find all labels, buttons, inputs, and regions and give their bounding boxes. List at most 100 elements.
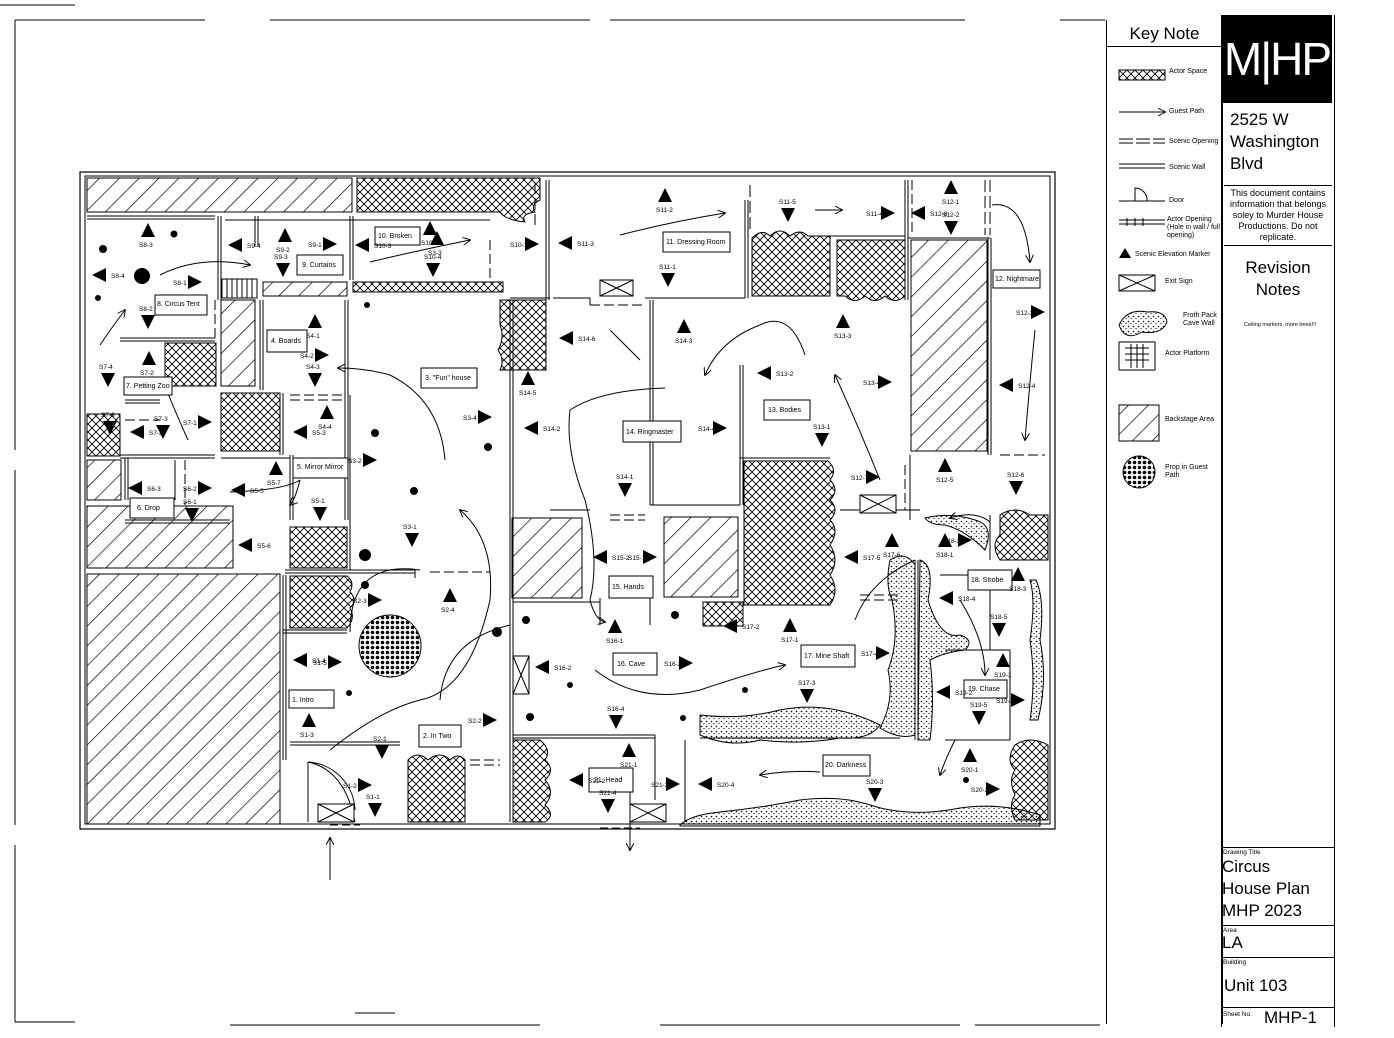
room-label: 9. Curtains [302, 262, 336, 269]
elevation-marker-triangle [315, 348, 329, 362]
elevation-marker-label: S4-3 [306, 364, 320, 371]
elevation-marker-label: S7-5 [149, 430, 163, 437]
elevation-marker-label: S11-4 [866, 211, 883, 218]
elevation-marker-triangle [276, 263, 290, 277]
elevation-marker-triangle [963, 748, 977, 762]
elevation-marker-triangle [323, 237, 337, 251]
elevation-marker-label: S7-3 [154, 416, 168, 423]
elevation-marker-triangle [986, 782, 1000, 796]
scenic-opening-swatch [1119, 138, 1165, 144]
elevation-marker-label: S5-1 [311, 498, 325, 505]
elevation-marker-label: S14-6 [578, 336, 596, 343]
elevation-marker-triangle [308, 314, 322, 328]
elevation-marker-triangle [198, 415, 212, 429]
elevation-marker-triangle [426, 263, 440, 277]
elevation-marker-label: S18-5 [990, 614, 1008, 621]
sheet-label: Sheet No. [1223, 1011, 1252, 1018]
key-label: Guest Path [1169, 108, 1205, 115]
key-label: Actor Platform [1165, 350, 1210, 357]
elevation-marker-triangle [156, 425, 170, 439]
elevation-marker-label: S18-4 [958, 596, 976, 603]
elevation-marker-label: S15-1 [628, 555, 646, 562]
elevation-marker-label: S11-5 [779, 199, 796, 206]
elevation-marker-label: S17-3 [798, 680, 816, 687]
elevation-marker-label: S12-3 [1016, 310, 1034, 317]
elevation-marker-label: S4-2 [300, 353, 314, 360]
elevation-marker-triangle [999, 378, 1013, 392]
room-label: 7. Petting Zoo [126, 383, 170, 390]
company-logo: M|HP [1222, 15, 1332, 103]
elevation-marker-triangle [1011, 567, 1025, 581]
elevation-marker-label: S8-1 [173, 280, 187, 287]
key-label: Scenic Elevation Marker [1135, 251, 1211, 258]
elevation-marker-label: S13-1 [813, 424, 831, 431]
elevation-marker-triangle [483, 713, 497, 727]
elevation-marker-label: S11-1 [659, 264, 676, 271]
elevation-marker-triangle [363, 453, 377, 467]
elevation-marker-label: S16-2 [554, 665, 572, 672]
elevation-marker-triangle [622, 743, 636, 757]
revision-title-line: Notes [1255, 280, 1301, 299]
key-label: Exit Sign [1165, 278, 1193, 285]
elevation-marker-label: S3-2 [348, 458, 362, 465]
room-label: 18. Strobe [971, 577, 1003, 584]
key-label: Prop in Guest Path [1165, 464, 1208, 479]
room-label: 21. Head [594, 777, 623, 784]
elevation-marker-triangle [293, 653, 307, 667]
elevation-marker-triangle [231, 483, 245, 497]
elevation-marker-triangle [141, 223, 155, 237]
room-label: 13. Bodies [768, 407, 802, 414]
elevation-marker-label: S4-1 [306, 333, 320, 340]
revision-title-line: Revision [1245, 258, 1311, 277]
elevation-marker-label: S8-4 [111, 273, 125, 280]
elevation-marker-label: S2-4 [441, 607, 455, 614]
elevation-marker-label: S10-4 [424, 254, 442, 261]
elevation-marker-triangle [302, 713, 316, 727]
elevation-marker-triangle [313, 507, 327, 521]
door-swatch [1119, 187, 1165, 202]
room-label: 6. Drop [137, 505, 160, 512]
elevation-marker-label: S19-3 [996, 698, 1014, 705]
drawing-title-line: Circus [1222, 857, 1271, 876]
elevation-marker-triangle [781, 208, 795, 222]
elevation-marker-triangle [944, 180, 958, 194]
actor-spaces [86, 177, 1049, 823]
elevation-marker-label: S17-4 [861, 651, 879, 658]
scenic-walls [87, 180, 1011, 823]
elevation-marker-label: S13-2 [776, 371, 794, 378]
drawing-title: Circus House Plan MHP 2023 [1222, 856, 1310, 922]
elevation-marker-label: S14-4 [698, 426, 716, 433]
elevation-marker-triangle [521, 371, 535, 385]
scenic-wall-swatch [1119, 163, 1165, 169]
elevation-marker-label: S7-4 [99, 364, 113, 371]
props [95, 230, 969, 783]
elevation-marker-label: S6-3 [147, 486, 161, 493]
elevation-marker-triangle [972, 711, 986, 725]
elevation-marker-label: S14-5 [519, 390, 537, 397]
elevation-marker-triangle [815, 433, 829, 447]
elevation-marker-triangle [601, 799, 615, 813]
room-label: 15. Hands [612, 584, 644, 591]
key-label: Door [1169, 197, 1185, 204]
backstage-areas [86, 177, 988, 825]
elevation-marker-label: S20-2 [971, 787, 989, 794]
drawing-title-label: Drawing Title [1223, 849, 1261, 856]
address-line: 2525 W [1230, 110, 1289, 129]
elevation-marker-label: S18-2 [943, 538, 961, 545]
room-labels: 1. Intro 2. In Two 3. "Fun" house 4. Boa… [123, 226, 1041, 793]
elevation-marker-label: S9-2 [276, 247, 290, 254]
elevation-marker-label: S10-1 [510, 242, 528, 249]
elevation-marker-label: S20-4 [717, 782, 735, 789]
elevation-marker-triangle [783, 618, 797, 632]
elevation-marker-triangle [405, 533, 419, 547]
elevation-marker-label: S14-3 [675, 338, 693, 345]
elevation-marker-triangle [713, 421, 727, 435]
elevation-marker-triangle [677, 319, 691, 333]
elevation-marker-triangle [609, 715, 623, 729]
elevation-marker-label: S5-5 [250, 488, 264, 495]
elevation-marker-triangle [939, 591, 953, 605]
elevation-marker-label: S2-1 [373, 736, 387, 743]
room-label: 20. Darkness [825, 762, 867, 769]
elevation-marker-label: S12-8 [930, 211, 948, 218]
